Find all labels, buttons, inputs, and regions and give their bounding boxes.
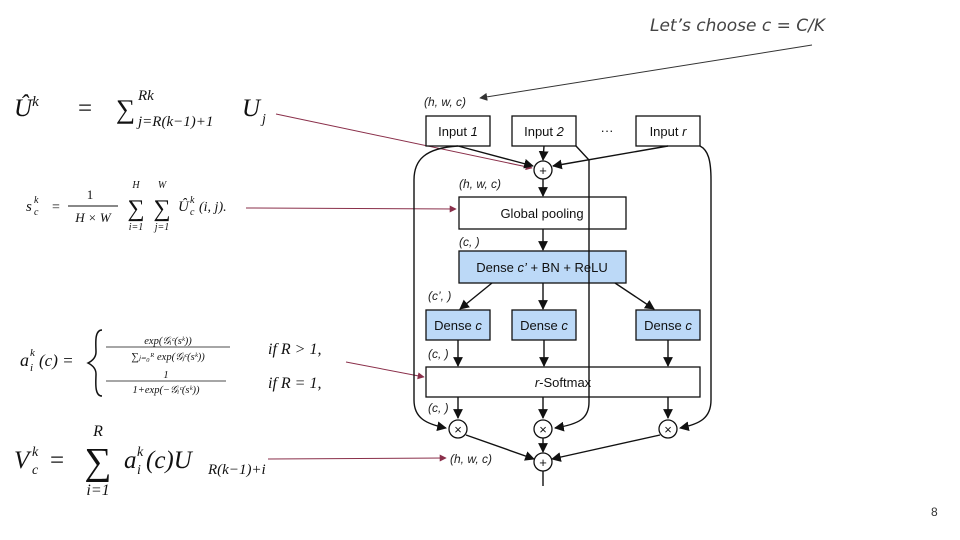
svg-text:(c)U: (c)U bbox=[146, 447, 194, 474]
dense-branch-1-label: Dense c bbox=[434, 318, 482, 333]
pool-dims-label: (h, w, c) bbox=[459, 177, 501, 191]
svg-text:c: c bbox=[32, 463, 39, 478]
connector-a bbox=[345, 361, 425, 380]
dense-main-box bbox=[458, 250, 627, 284]
svg-text:∑: ∑ bbox=[127, 196, 144, 222]
output-dims-label: (h, w, c) bbox=[450, 452, 492, 466]
equation-v: V k c = R ∑ i=1 a k i (c)U R(k−1)+i bbox=[14, 423, 266, 499]
svg-text:=: = bbox=[50, 447, 64, 474]
svg-text:×: × bbox=[664, 422, 672, 437]
note-arrow bbox=[479, 44, 813, 101]
svg-text:(c) =: (c) = bbox=[39, 351, 74, 370]
input-1-label: Input 1 bbox=[438, 124, 478, 139]
page-number: 8 bbox=[931, 505, 938, 519]
input-r-label: Input r bbox=[650, 124, 688, 139]
svg-text:×: × bbox=[454, 422, 462, 437]
svg-text:Ûk: Ûk bbox=[14, 94, 39, 122]
svg-text:∑: ∑ bbox=[116, 94, 135, 124]
svg-text:=: = bbox=[52, 200, 60, 215]
svg-text:=: = bbox=[78, 95, 92, 122]
connector-v bbox=[267, 454, 447, 462]
svg-text:k: k bbox=[190, 195, 195, 206]
svg-text:Rk: Rk bbox=[137, 88, 154, 104]
svg-text:1: 1 bbox=[163, 370, 168, 381]
svg-text:k: k bbox=[137, 445, 144, 460]
svg-text:exp(𝒢ᵢᶜ(sᵏ)): exp(𝒢ᵢᶜ(sᵏ)) bbox=[144, 336, 192, 347]
svg-text:k: k bbox=[34, 195, 39, 206]
svg-text:i: i bbox=[30, 362, 33, 374]
dense-dims-label: (c, ) bbox=[459, 235, 480, 249]
svg-text:k: k bbox=[30, 347, 36, 359]
svg-text:W: W bbox=[158, 180, 168, 191]
svg-text:∑: ∑ bbox=[84, 441, 111, 483]
connector-s bbox=[245, 205, 457, 213]
svg-text:1+exp(−𝒢ᵢᶜ(sᵏ)): 1+exp(−𝒢ᵢᶜ(sᵏ)) bbox=[133, 385, 200, 396]
bypass-line-r bbox=[679, 145, 712, 432]
mult-node-1 bbox=[448, 419, 468, 439]
equation-u-hat: Ûk = ∑ Rk j=R(k−1)+1 U j bbox=[14, 88, 266, 130]
r-softmax-label: r-Softmax bbox=[535, 375, 592, 390]
svg-text:j=1: j=1 bbox=[153, 222, 170, 233]
r-softmax-box bbox=[425, 366, 701, 398]
svg-text:a: a bbox=[20, 350, 29, 370]
svg-text:k: k bbox=[32, 445, 39, 460]
svg-text:(i, j).: (i, j). bbox=[199, 200, 227, 215]
equation-s: s k c = 1 H × W H ∑ i=1 W ∑ j=1 Û k c (i… bbox=[26, 180, 227, 233]
input-2-box bbox=[511, 115, 577, 147]
global-pooling-box bbox=[458, 196, 627, 230]
svg-text:i=1: i=1 bbox=[129, 222, 144, 233]
svg-text:+: + bbox=[539, 455, 547, 470]
svg-text:s: s bbox=[26, 199, 32, 215]
svg-text:U: U bbox=[242, 95, 262, 122]
input-dims-label: (h, w, c) bbox=[424, 95, 466, 109]
dense-branch-2-label: Dense c bbox=[520, 318, 568, 333]
softmax-dims-label: (c, ) bbox=[428, 347, 449, 361]
svg-text:V: V bbox=[14, 447, 32, 474]
svg-text:∑: ∑ bbox=[153, 196, 170, 222]
dense-branch-2-box bbox=[511, 309, 577, 341]
bypass-line-1 bbox=[413, 145, 459, 432]
svg-text:c: c bbox=[190, 207, 195, 218]
svg-text:1: 1 bbox=[87, 187, 94, 202]
svg-text:R: R bbox=[92, 423, 103, 440]
equation-a: a k i (c) = exp(𝒢ᵢᶜ(sᵏ)) ∑ⱼ₌₀ᴿ exp(𝒢ⱼᶜ(s… bbox=[20, 329, 321, 397]
handwritten-note: Let’s choose c = C/K bbox=[650, 16, 827, 36]
input-1-box bbox=[425, 115, 491, 147]
dense-main-label: Dense c’ + BN + ReLU bbox=[476, 260, 608, 275]
connector-u-hat bbox=[275, 113, 533, 171]
svg-text:H × W: H × W bbox=[74, 210, 112, 225]
svg-text:if R > 1,: if R > 1, bbox=[268, 341, 321, 358]
input-2-label: Input 2 bbox=[524, 124, 565, 139]
dense-branch-r-label: Dense c bbox=[644, 318, 692, 333]
svg-text:c: c bbox=[34, 207, 39, 218]
svg-text:i=1: i=1 bbox=[86, 482, 109, 499]
input-r-box bbox=[635, 115, 701, 147]
svg-text:×: × bbox=[539, 422, 547, 437]
split-attention-diagram: (h, w, c) (h, w, c) (c, ) (c’, ) (c, ) (… bbox=[413, 95, 712, 486]
bypass-line-2 bbox=[554, 145, 590, 432]
global-pooling-label: Global pooling bbox=[500, 206, 583, 221]
svg-text:R(k−1)+i: R(k−1)+i bbox=[207, 462, 266, 478]
svg-text:a: a bbox=[124, 447, 137, 474]
svg-text:Û: Û bbox=[178, 198, 190, 215]
branch-dims-label: (c’, ) bbox=[428, 289, 451, 303]
svg-text:i: i bbox=[137, 463, 141, 478]
svg-text:∑ⱼ₌₀ᴿ exp(𝒢ⱼᶜ(sᵏ)): ∑ⱼ₌₀ᴿ exp(𝒢ⱼᶜ(sᵏ)) bbox=[131, 352, 205, 363]
svg-text:if R = 1,: if R = 1, bbox=[268, 375, 321, 392]
svg-text:j=R(k−1)+1: j=R(k−1)+1 bbox=[136, 114, 213, 130]
mult-node-r bbox=[658, 419, 678, 439]
svg-text:j: j bbox=[260, 112, 266, 127]
inputs-ellipsis: ··· bbox=[601, 123, 614, 138]
mult-dims-label: (c, ) bbox=[428, 401, 449, 415]
dense-branch-r-box bbox=[635, 309, 701, 341]
svg-text:+: + bbox=[539, 163, 547, 178]
svg-text:H: H bbox=[131, 180, 140, 191]
